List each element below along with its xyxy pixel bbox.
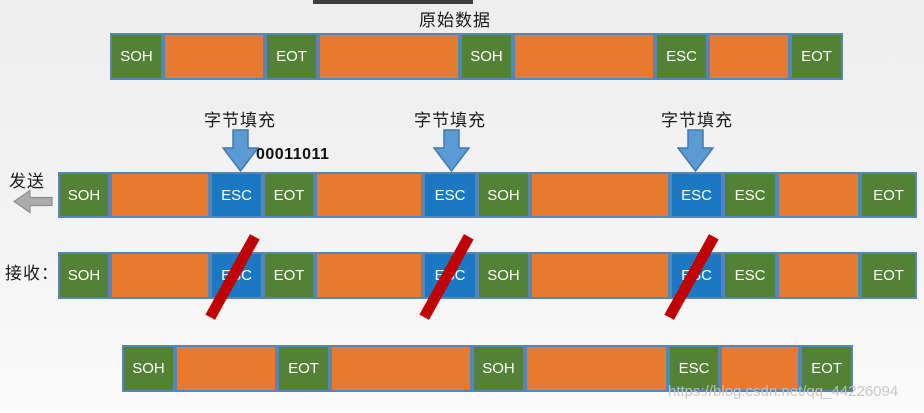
frame-block-eot: EOT [860,252,917,299]
frame-block-data [525,345,668,392]
stuffed-byte-binary-value: 00011011 [256,146,330,163]
frame-block-soh: SOH [477,252,530,299]
frame-block-esc-stuffed: ESC [423,172,477,218]
frame-block-soh: SOH [460,33,513,80]
frame-block-eot: EOT [263,252,315,299]
frame-block-data [777,252,860,299]
frame-block-soh: SOH [58,172,110,218]
frame-block-data [318,33,460,80]
frame-block-data [530,252,670,299]
frame-block-soh: SOH [477,172,530,218]
frame-block-soh: SOH [122,345,175,392]
frame-block-data [708,33,790,80]
frame-block-eot: EOT [263,172,315,218]
send-label: 发送 [9,172,45,192]
byte-stuffing-label: 字节填充 [204,111,276,131]
watermark-url: https://blog.csdn.net/qq_44226094 [668,383,899,400]
frame-block-data [330,345,472,392]
frame-block-data [315,172,423,218]
byte-stuffing-label: 字节填充 [661,111,733,131]
original-data-title: 原始数据 [419,11,491,31]
down-arrow-icon [221,129,260,177]
byte-stuffing-label: 字节填充 [414,111,486,131]
frame-block-soh: SOH [58,252,110,299]
frame-block-eot: EOT [277,345,330,392]
top-cropped-bar [313,0,473,4]
frame-block-data [777,172,860,218]
down-arrow-icon [432,129,471,177]
frame-block-data [720,345,800,392]
frame-block-data [110,252,210,299]
frame-block-esc: ESC [668,345,720,392]
frame-block-esc: ESC [655,33,708,80]
frame-block-eot: EOT [800,345,853,392]
frame-block-data [315,252,423,299]
frame-block-data [110,172,210,218]
frame-block-eot: EOT [265,33,318,80]
frame-block-esc: ESC [723,252,777,299]
frame-block-data [175,345,277,392]
frame-block-eot: EOT [790,33,843,80]
frame-block-data [530,172,670,218]
frame-block-data [163,33,265,80]
receive-label: 接收： [5,264,59,284]
frame-block-eot: EOT [860,172,917,218]
frame-block-soh: SOH [110,33,163,80]
frame-block-esc-stuffed: ESC [670,172,723,218]
frame-block-esc: ESC [723,172,777,218]
left-arrow-icon [12,189,53,219]
frame-block-soh: SOH [472,345,525,392]
frame-block-data [513,33,655,80]
frame-block-esc-stuffed: ESC [210,172,263,218]
down-arrow-icon [676,129,715,177]
